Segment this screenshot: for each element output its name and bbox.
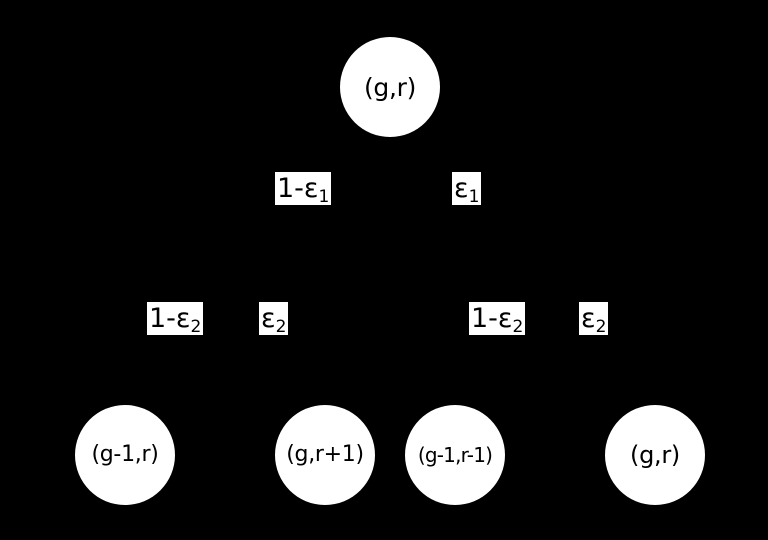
edge-root-to-right-branch xyxy=(388,135,557,302)
edge-label-level1-right-subscript: 1 xyxy=(468,187,480,207)
edge-label-level2-b-subscript: 2 xyxy=(275,317,287,337)
edge-label-level2-a: 1-ε2 xyxy=(147,302,204,337)
edge-label-level2-d: ε2 xyxy=(579,302,609,337)
edge-label-level2-b: ε2 xyxy=(259,302,289,337)
edge-label-level1-left-text: 1-ε xyxy=(277,173,319,204)
edge-label-level2-a-text: 1-ε xyxy=(149,303,191,334)
edge-label-level2-c-subscript: 2 xyxy=(512,317,524,337)
edge-label-level1-right: ε1 xyxy=(452,172,482,207)
node-leaf-3: (g-1,r-1) xyxy=(405,405,505,505)
node-leaf-2-label: (g,r+1) xyxy=(286,442,364,467)
node-root: (g,r) xyxy=(340,37,440,137)
edge-label-level2-b-text: ε xyxy=(261,303,276,334)
node-leaf-1: (g-1,r) xyxy=(75,405,175,505)
node-leaf-4: (g,r) xyxy=(605,405,705,505)
edge-root-to-left-branch xyxy=(223,135,392,302)
edge-label-level2-a-subscript: 2 xyxy=(190,317,202,337)
node-leaf-4-label: (g,r) xyxy=(630,441,680,469)
node-leaf-3-label: (g-1,r-1) xyxy=(417,443,493,467)
edge-label-level1-right-text: ε xyxy=(454,173,469,204)
edge-label-level1-left: 1-ε1 xyxy=(275,172,332,207)
edge-right-branch-to-leaf-4 xyxy=(553,298,657,407)
edge-left-branch-to-leaf-2 xyxy=(223,298,327,407)
edge-label-level2-d-subscript: 2 xyxy=(595,317,607,337)
edge-label-level2-c: 1-ε2 xyxy=(469,302,526,337)
edge-label-level2-c-text: 1-ε xyxy=(471,303,513,334)
edge-right-branch-to-leaf-3 xyxy=(453,298,557,407)
edge-left-branch-to-leaf-1 xyxy=(123,298,227,407)
edge-label-level1-left-subscript: 1 xyxy=(318,187,330,207)
node-leaf-2: (g,r+1) xyxy=(275,405,375,505)
node-root-label: (g,r) xyxy=(363,72,417,102)
node-leaf-1-label: (g-1,r) xyxy=(91,442,159,467)
edge-label-level2-d-text: ε xyxy=(581,303,596,334)
